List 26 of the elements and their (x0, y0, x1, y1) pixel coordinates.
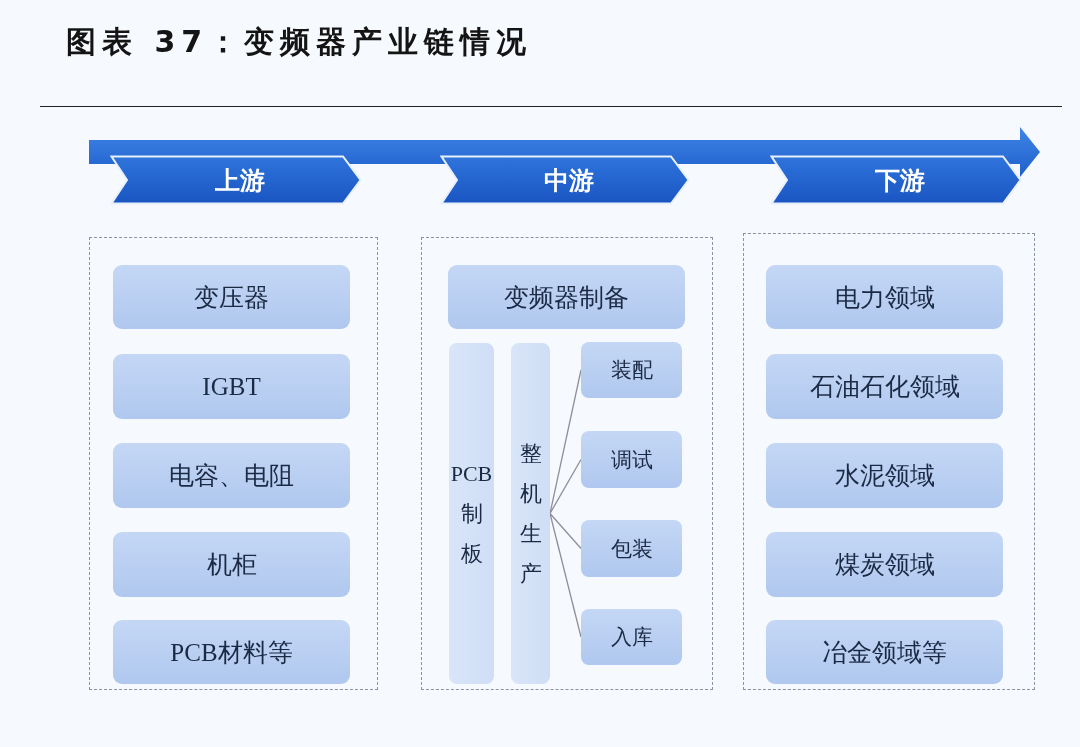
item-box: 变压器 (113, 265, 350, 329)
stage-chevron: 中游 (440, 155, 690, 205)
item-box: 冶金领域等 (766, 620, 1003, 684)
step-box: 调试 (581, 431, 682, 488)
vertical-box: 整机生产 (511, 343, 550, 684)
connector-line (549, 458, 582, 515)
item-box: 石油石化领域 (766, 354, 1003, 419)
item-box: 电力领域 (766, 265, 1003, 329)
item-box: 水泥领域 (766, 443, 1003, 508)
vertical-box: PCB制板 (449, 343, 494, 684)
stage-chevron: 上游 (110, 155, 362, 205)
item-box: PCB材料等 (113, 620, 350, 684)
dashed-group-box (89, 237, 378, 690)
stage-chevron: 下游 (770, 155, 1022, 205)
step-box: 包装 (581, 520, 682, 577)
step-box: 装配 (581, 342, 682, 398)
item-box: 变频器制备 (448, 265, 685, 329)
item-box: 电容、电阻 (113, 443, 350, 508)
item-box: IGBT (113, 354, 350, 419)
dashed-group-box (421, 237, 713, 690)
item-box: 煤炭领域 (766, 532, 1003, 597)
dashed-group-box (743, 233, 1035, 690)
step-box: 入库 (581, 609, 682, 665)
title: 图表 37：变频器产业链情况 (66, 24, 533, 60)
item-box: 机柜 (113, 532, 350, 597)
connector-line (549, 512, 582, 550)
